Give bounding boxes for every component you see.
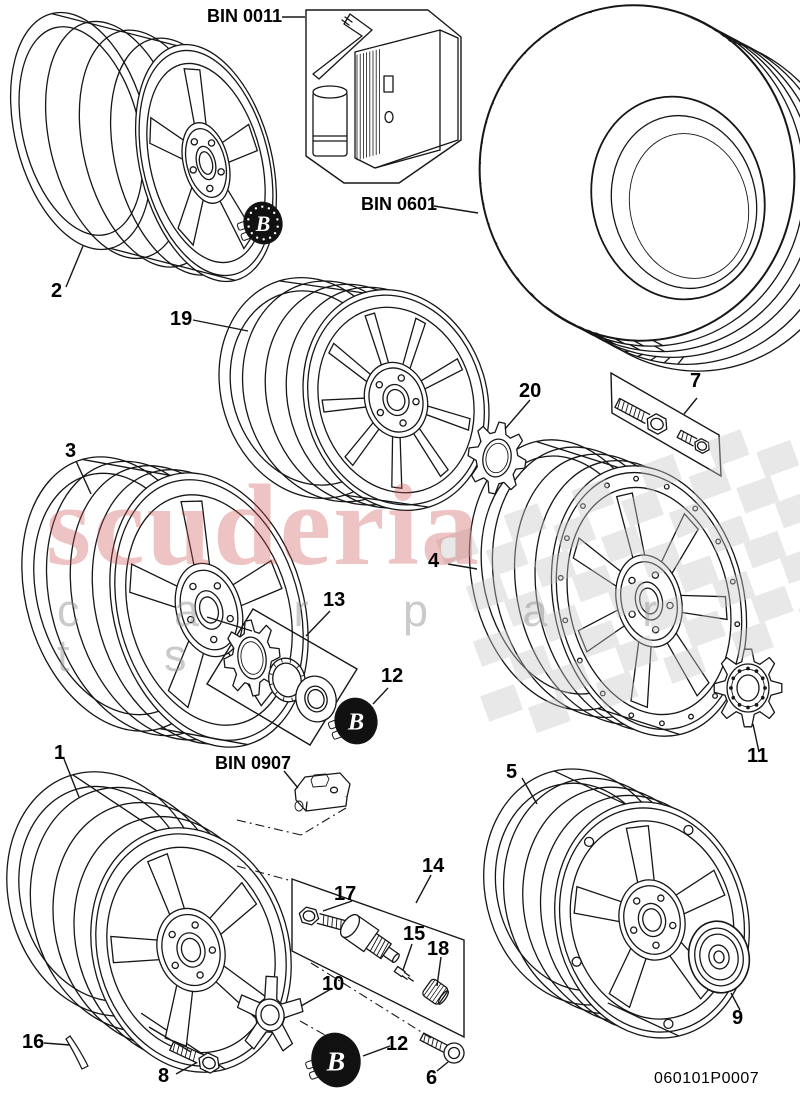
valve-bolt-6 [419, 1032, 465, 1064]
svg-text:B: B [326, 1046, 345, 1077]
watermark-checkered-flag [435, 429, 800, 734]
leader-line [322, 900, 353, 912]
svg-text:B: B [347, 709, 364, 736]
label-callout-1: 1 [54, 742, 66, 764]
valve-stem-assembly [339, 913, 450, 1005]
label-callout-3: 3 [65, 440, 77, 462]
leader-line [43, 1042, 71, 1046]
leader-line [433, 205, 479, 214]
lock-ring-13 [268, 657, 337, 723]
tpms-sensor-bin-0907 [294, 772, 351, 812]
leader-line [63, 758, 80, 798]
assembly-axis-line [310, 962, 432, 1039]
star-adapter-10 [236, 975, 304, 1052]
retainer-kit-box-13 [206, 608, 358, 746]
label-callout-14: 14 [422, 855, 445, 877]
assembly-axis-line [236, 819, 302, 836]
leader-line [206, 616, 253, 632]
wheel-bolt-8 [169, 1040, 220, 1074]
wheel-bolt-7b [676, 429, 710, 455]
label-callout-2: 2 [51, 280, 63, 302]
leader-line [305, 610, 331, 637]
label-callout-13: 13 [323, 589, 346, 611]
leader-line [75, 460, 92, 495]
label-callout-18: 18 [427, 938, 450, 960]
balance-clip-16 [65, 1035, 89, 1070]
retainer-ring-20 [467, 421, 527, 495]
bolt-kit-box-7 [610, 371, 722, 478]
wheel-1 [6, 771, 292, 1073]
label-callout-8: 8 [158, 1065, 170, 1087]
leader-line [300, 988, 332, 1007]
wheel-4 [468, 439, 748, 737]
label-callout-16: 16 [22, 1031, 45, 1053]
valve-kit-box-14 [291, 878, 465, 1039]
label-callout-5: 5 [506, 761, 518, 783]
tire-repair-kit-bin-0011 [305, 9, 462, 184]
center-cap-12-bot: B [305, 1032, 361, 1088]
leader-line [752, 723, 760, 753]
label-bin-0907: BIN 0907 [215, 753, 292, 773]
leader-line [730, 992, 741, 1011]
label-callout-12-bot: 12 [386, 1033, 409, 1055]
assembly-axis-line [300, 807, 347, 836]
label-bin-0011: BIN 0011 [207, 6, 283, 26]
leader-line [175, 1062, 197, 1075]
label-callout-20: 20 [519, 380, 542, 402]
svg-text:B: B [255, 212, 271, 236]
leader-line [447, 563, 478, 570]
leader-line [372, 687, 389, 705]
leader-line [504, 399, 531, 430]
hub-cap-9 [687, 920, 751, 994]
leader-line [521, 777, 538, 805]
tire [478, 4, 800, 372]
leader-line [148, 1026, 192, 1053]
leader-line [283, 770, 299, 789]
label-callout-11: 11 [747, 745, 769, 767]
label-callout-6: 6 [426, 1067, 438, 1089]
label-callout-4: 4 [428, 550, 440, 572]
label-callout-19: 19 [170, 308, 193, 330]
label-callout-10: 10 [322, 973, 345, 995]
label-callout-15: 15 [403, 923, 426, 945]
leader-line [436, 1061, 449, 1072]
center-cap-12-mid: B [327, 697, 378, 745]
wheel-5 [483, 768, 750, 1039]
leader-line [415, 874, 432, 904]
label-doc-code: 060101P0007 [654, 1070, 760, 1087]
label-callout-12-mid: 12 [381, 665, 404, 687]
leader-line [192, 319, 249, 332]
leader-line [65, 245, 84, 288]
wheel-2 [9, 11, 278, 283]
wheel-bolt-7a [614, 397, 668, 435]
wheel-19 [218, 276, 490, 512]
leader-line [362, 1045, 391, 1057]
label-callout-9: 9 [732, 1007, 744, 1029]
label-callout-17: 17 [334, 883, 357, 905]
leader-line [402, 943, 413, 971]
label-bin-0601: BIN 0601 [361, 194, 438, 214]
leader-line [436, 956, 442, 987]
assembly-axis-line [299, 1020, 358, 1054]
retainer-ring-11 [713, 648, 783, 728]
leader-line [683, 397, 698, 415]
label-callout-7: 7 [690, 370, 702, 392]
center-cap-wheel-2: B [236, 201, 283, 245]
